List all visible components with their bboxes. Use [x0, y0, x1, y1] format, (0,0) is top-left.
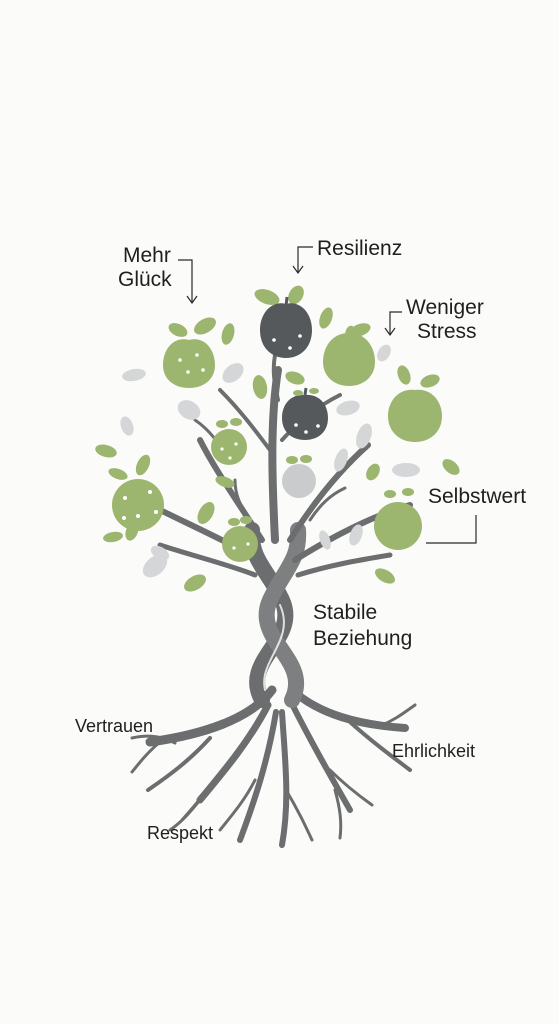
leaf — [108, 468, 128, 480]
leaf — [168, 323, 188, 337]
apple-green-top-right — [323, 325, 375, 386]
label-ehrlichkeit: Ehrlichkeit — [392, 741, 476, 761]
leaf — [319, 307, 333, 329]
label-stabile: Stabile — [313, 601, 378, 624]
label-stress: Stress — [417, 320, 477, 343]
leaf — [221, 323, 235, 345]
trunk — [243, 522, 307, 708]
apples — [112, 296, 442, 562]
leaf — [392, 463, 420, 477]
leaf — [142, 554, 168, 578]
leaf — [184, 574, 206, 592]
apple-green-big-left — [112, 479, 164, 531]
label-vertrauen: Vertrauen — [75, 716, 154, 736]
leaf — [103, 531, 123, 543]
leaf — [349, 323, 371, 337]
leaf — [377, 344, 391, 362]
label-glueck: Glück — [118, 268, 172, 291]
leaf — [194, 317, 216, 335]
leaf — [222, 363, 244, 383]
label-selbstwert: Selbstwert — [428, 485, 527, 508]
label-mehr: Mehr — [123, 244, 171, 267]
label-beziehung: Beziehung — [313, 627, 413, 650]
apple-green-small-midleft — [211, 418, 247, 465]
leaf — [442, 459, 460, 475]
label-resilienz: Resilienz — [317, 237, 403, 260]
leaf — [397, 365, 411, 385]
leaf — [336, 400, 360, 416]
leaf — [122, 368, 146, 382]
apple-green-left — [163, 339, 215, 388]
apple-light-center — [282, 455, 316, 498]
apple-dark-middle — [282, 387, 328, 440]
apple-green-low — [222, 516, 258, 562]
leaf — [150, 545, 170, 561]
leaf — [375, 568, 395, 584]
leaf — [334, 448, 348, 472]
apple-green-right — [388, 389, 442, 442]
leaf — [288, 285, 304, 305]
leaf — [120, 416, 134, 436]
leaf — [215, 476, 235, 488]
roots — [130, 685, 417, 848]
leaf — [177, 400, 201, 420]
leaf — [349, 524, 363, 546]
leaves — [95, 285, 460, 592]
leaf — [135, 454, 151, 476]
leaf — [285, 371, 305, 385]
leaf — [254, 289, 280, 305]
leaf — [356, 423, 372, 449]
leaf — [319, 530, 331, 550]
leaf — [197, 502, 215, 524]
apple-dark-top — [260, 296, 312, 358]
callout-lines — [178, 246, 477, 544]
apple-green-right-lower — [374, 488, 422, 550]
leaf — [95, 444, 117, 458]
leaf — [420, 374, 440, 388]
leaf — [366, 463, 380, 481]
label-respekt: Respekt — [147, 823, 214, 843]
leaf — [252, 375, 268, 399]
label-weniger: Weniger — [406, 296, 484, 319]
